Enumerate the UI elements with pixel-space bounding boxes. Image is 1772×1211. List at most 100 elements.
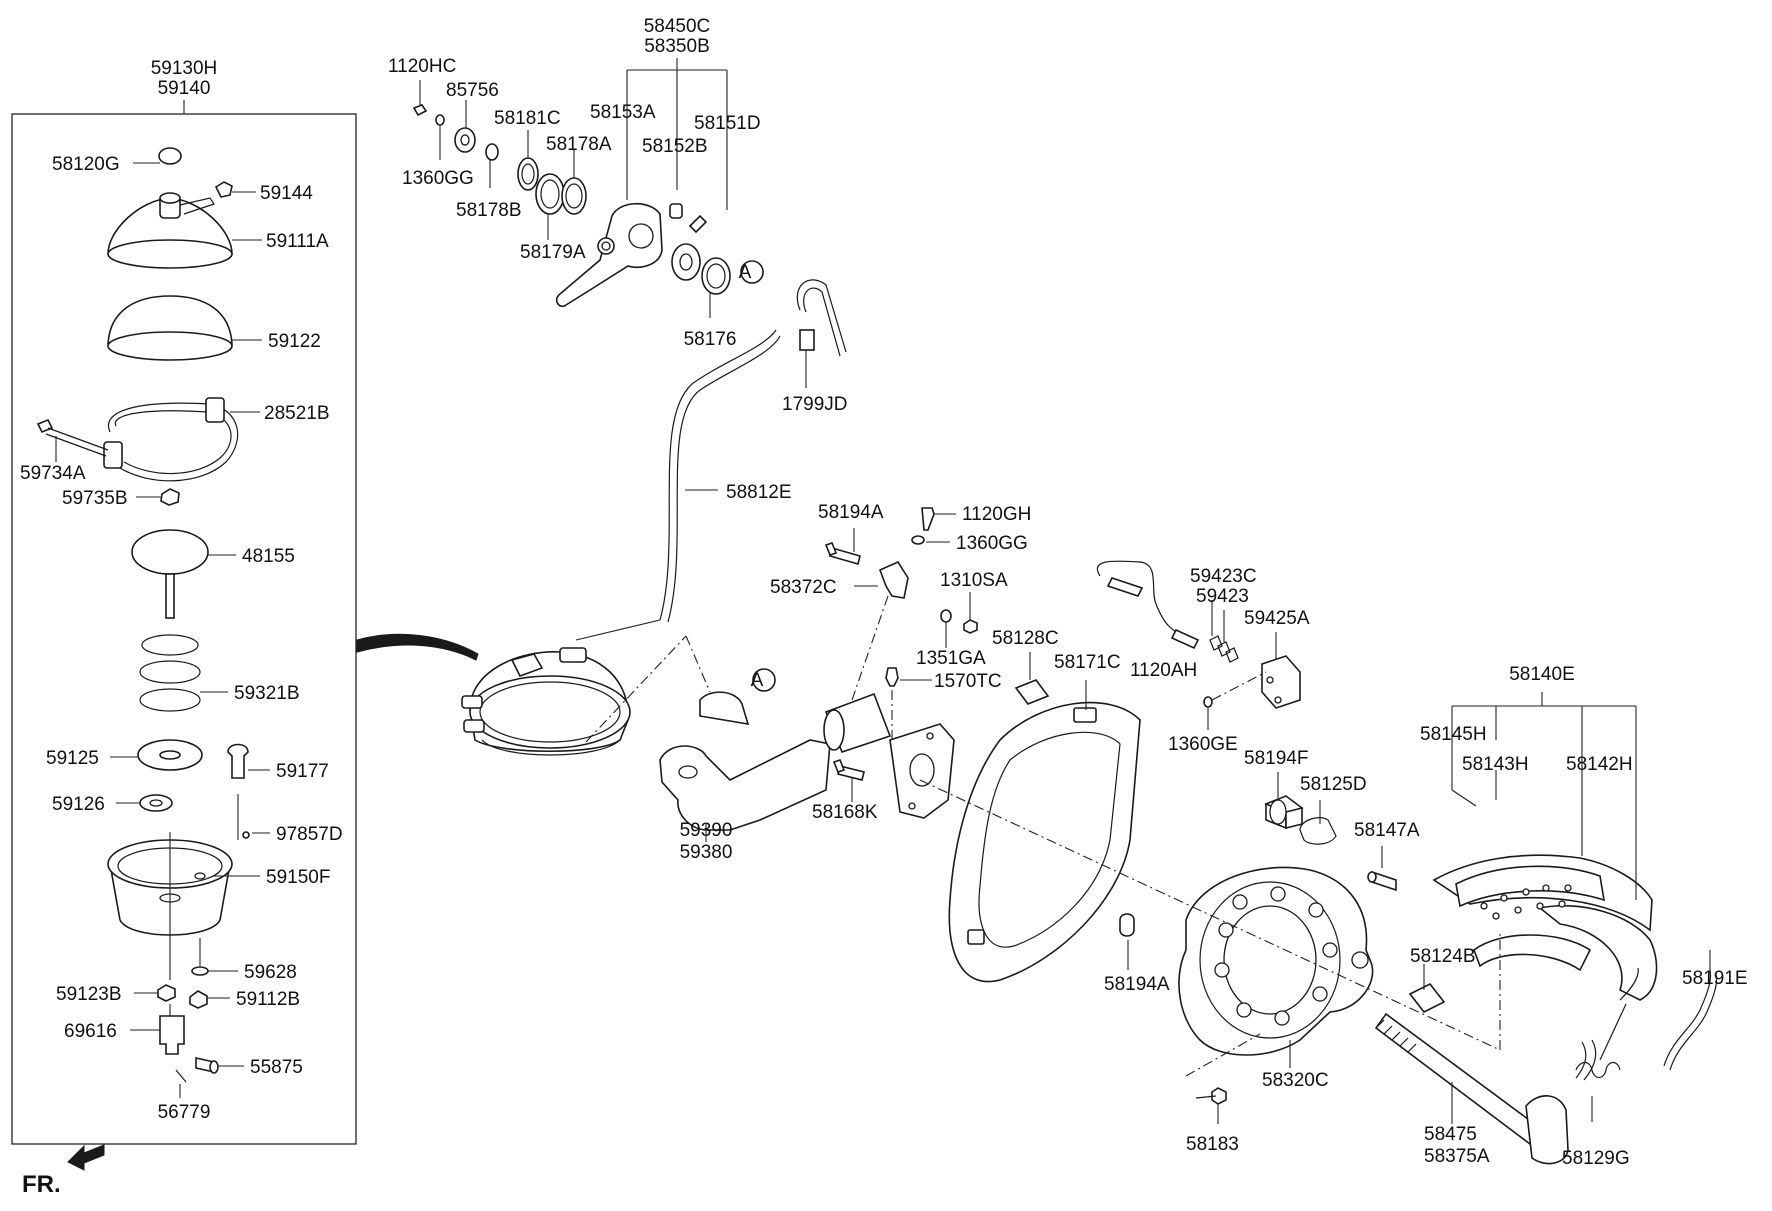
brake-line-1120AH-part <box>1096 560 1191 641</box>
front-direction-label: FR. <box>22 1171 61 1198</box>
push-plate-48155-part <box>131 529 209 575</box>
clamp-ring-28521B-part <box>107 402 239 482</box>
callout-a-top-label: A <box>739 262 752 283</box>
label-58128C: 58128C <box>992 628 1059 649</box>
label-58125D: 58125D <box>1300 774 1367 795</box>
label-58179A: 58179A <box>520 242 586 263</box>
label-58178B: 58178B <box>456 200 522 221</box>
label-58194F: 58194F <box>1244 748 1308 769</box>
label-58181C: 58181C <box>494 108 561 129</box>
label-28521B: 28521B <box>264 403 330 424</box>
chamber-cover-rim <box>107 239 233 269</box>
bracket-59390-part <box>659 739 831 831</box>
label-59321B: 59321B <box>234 683 300 704</box>
washer-59628-part <box>191 966 209 976</box>
label-59735B: 59735B <box>62 488 128 509</box>
pad-58128C-part <box>1014 679 1050 705</box>
label-58142H: 58142H <box>1566 754 1633 775</box>
label-58450C: 58450C <box>644 16 711 37</box>
label-59123B: 59123B <box>56 984 122 1005</box>
label-59140: 59140 <box>158 78 211 99</box>
label-55875: 55875 <box>250 1057 303 1078</box>
label-48155: 48155 <box>242 546 295 567</box>
seal-58176-part <box>701 257 731 295</box>
label-97857D: 97857D <box>276 824 343 845</box>
camshaft-58475-part <box>1374 1012 1569 1165</box>
label-1120HC: 1120HC <box>388 56 456 77</box>
label-59177: 59177 <box>276 761 329 782</box>
callout-a-top <box>740 260 764 284</box>
label-1360GG-top: 1360GG <box>402 168 474 189</box>
label-59111A: 59111A <box>266 231 329 252</box>
camshaft-bracket-group <box>659 668 955 842</box>
callout-a-bracket <box>752 668 776 692</box>
bushing-58194F-part <box>1264 795 1304 830</box>
screw-1120HC-part <box>412 104 428 117</box>
label-59150F: 59150F <box>266 867 330 888</box>
bracket-58372C-part <box>878 560 909 599</box>
label-58178A: 58178A <box>546 134 612 155</box>
label-58140E: 58140E <box>1509 664 1575 685</box>
label-58152B: 58152B <box>642 136 708 157</box>
clip-1799JD-part <box>796 279 847 357</box>
front-direction-indicator <box>67 1144 105 1171</box>
clevis-69616-part <box>159 1015 185 1055</box>
label-58143H: 58143H <box>1462 754 1529 775</box>
nut-59123B-part <box>157 984 176 1002</box>
label-59423C: 59423C <box>1190 566 1257 587</box>
assembly-centerline <box>919 779 1501 1051</box>
label-59112B: 59112B <box>236 989 300 1010</box>
plug-59177-part <box>227 743 249 779</box>
nut-59112B-part <box>189 990 208 1009</box>
label-1799JD: 1799JD <box>782 394 848 415</box>
ring-1360GE-part <box>1203 696 1213 708</box>
label-1120GH: 1120GH <box>962 504 1031 525</box>
cotter-pin-56779-part <box>175 1069 187 1083</box>
brake-chamber-assembly <box>461 647 631 756</box>
nut-59735B-part <box>160 488 180 506</box>
valve-1570TC-part <box>885 667 899 687</box>
dust-shield-58171C-part <box>948 701 1141 983</box>
label-59126: 59126 <box>52 794 105 815</box>
label-59425A: 59425A <box>1244 608 1310 629</box>
label-58191E: 58191E <box>1682 968 1748 989</box>
spring-59321B-part <box>139 634 201 712</box>
bushing-58124B-part <box>1408 982 1446 1014</box>
label-58153A: 58153A <box>590 102 656 123</box>
hose-58812E-part <box>667 335 781 623</box>
callout-a-bracket-label: A <box>751 670 764 691</box>
label-1570TC: 1570TC <box>934 671 1002 692</box>
fitting-59144-part <box>214 181 233 198</box>
label-58129G: 58129G <box>1562 1148 1630 1169</box>
label-59423: 59423 <box>1196 586 1249 607</box>
worm-58151D-part <box>688 214 708 234</box>
ring-1360GG-part <box>435 114 445 126</box>
label-58171C: 58171C <box>1054 652 1121 673</box>
spring-58152B-part <box>669 203 683 219</box>
label-58124B: 58124B <box>1410 946 1476 967</box>
mounting-group <box>585 507 1050 743</box>
label-1351GA: 1351GA <box>916 648 986 669</box>
label-56779: 56779 <box>158 1102 211 1123</box>
label-1310SA: 1310SA <box>940 570 1008 591</box>
label-58168K: 58168K <box>812 802 878 823</box>
ring-58181C-part <box>517 157 539 191</box>
roller-58125D-part <box>1299 817 1337 845</box>
label-58147A: 58147A <box>1354 820 1420 841</box>
nut-1310SA-part <box>963 619 978 634</box>
label-1120AH: 1120AH <box>1130 660 1197 681</box>
bushing-58194A-b-part <box>1119 913 1135 937</box>
label-58372C: 58372C <box>770 577 837 598</box>
label-85756: 85756 <box>446 80 499 101</box>
washer-1351GA-part <box>940 609 952 623</box>
label-59130H: 59130H <box>151 58 218 79</box>
block-59425A-part <box>1261 655 1301 709</box>
label-58176: 58176 <box>684 329 737 350</box>
ring-1360GG-b-part <box>911 535 925 545</box>
diaphragm-59122-part <box>107 295 233 345</box>
label-58320C: 58320C <box>1262 1070 1329 1091</box>
label-58194A-top: 58194A <box>818 502 884 523</box>
label-59125: 59125 <box>46 748 99 769</box>
spring-58191E-part <box>1663 969 1712 1067</box>
screw-1120GH-part <box>921 507 935 531</box>
